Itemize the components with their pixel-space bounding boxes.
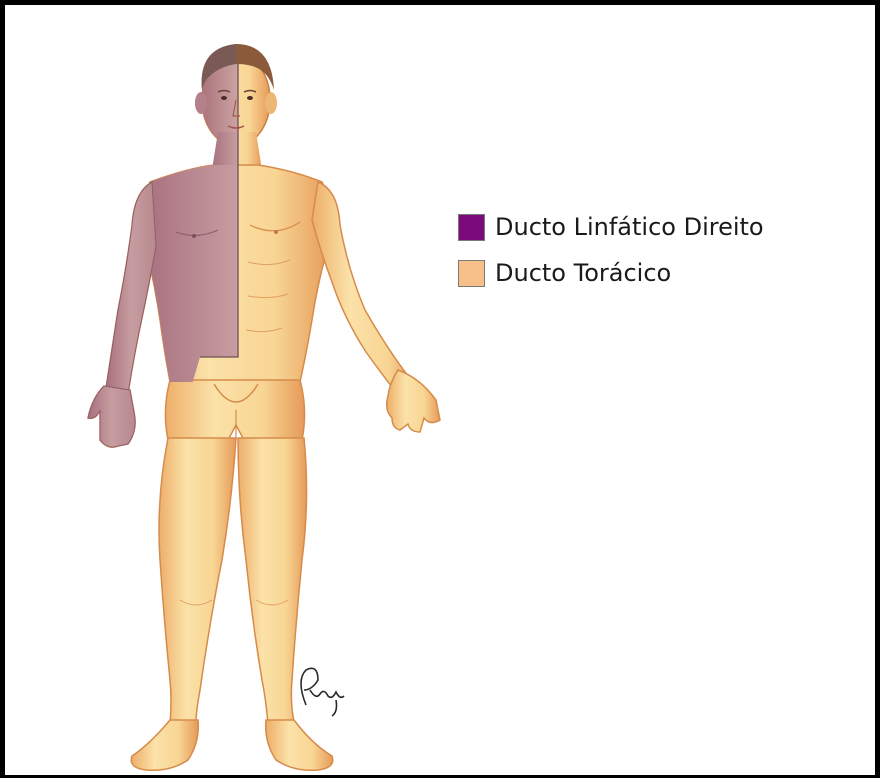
legend-swatch-orange	[458, 260, 485, 287]
legend-item-thoracic-duct: Ducto Torácico	[458, 256, 764, 290]
legend-label-thoracic-duct: Ducto Torácico	[495, 259, 671, 287]
legend-swatch-purple	[458, 214, 485, 241]
artist-signature	[301, 668, 344, 716]
legend-label-right-lymphatic-duct: Ducto Linfático Direito	[495, 213, 764, 241]
body-thoracic-region	[88, 54, 440, 770]
legend: Ducto Linfático Direito Ducto Torácico	[458, 210, 764, 302]
legend-item-right-lymphatic-duct: Ducto Linfático Direito	[458, 210, 764, 244]
